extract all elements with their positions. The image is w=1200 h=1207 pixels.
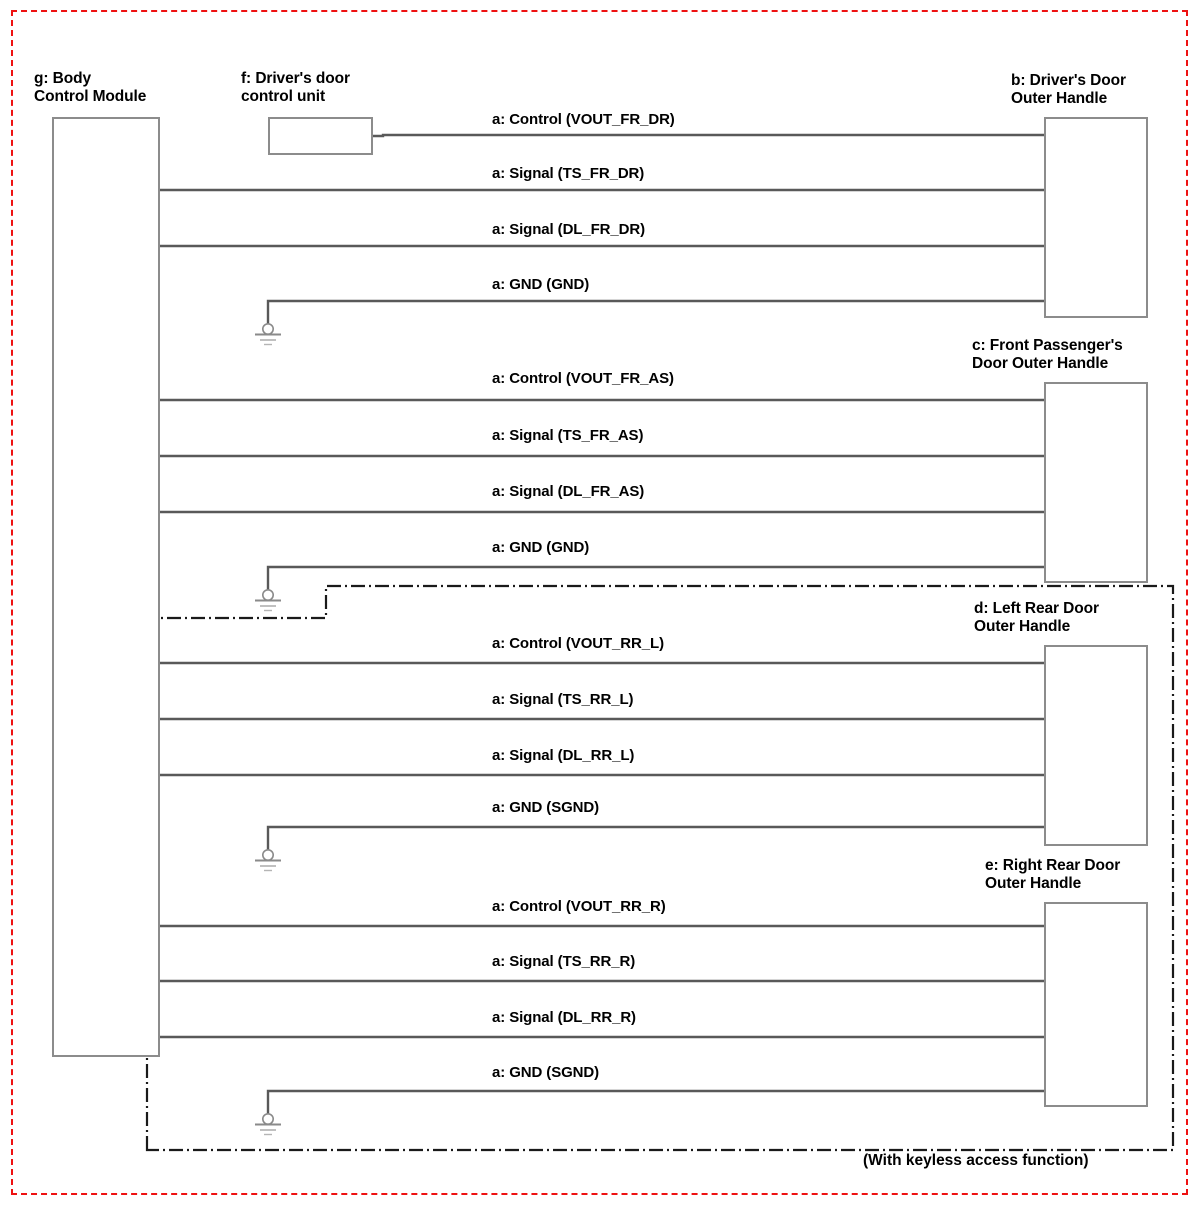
wire-label-right-rear-door-2: a: Signal (DL_RR_R): [492, 1009, 636, 1026]
title-e: e: Right Rear Door Outer Handle: [985, 857, 1121, 893]
wire-label-left-rear-door-1: a: Signal (TS_RR_L): [492, 691, 634, 708]
ground-symbol-right-rear-door: [255, 1113, 281, 1136]
component-box-drivers-door-outer-handle[interactable]: [1044, 117, 1148, 318]
wire-label-left-rear-door-3: a: GND (SGND): [492, 799, 600, 816]
wire-front-passenger-door-3: [266, 565, 1044, 591]
wire-label-left-rear-door-2: a: Signal (DL_RR_L): [492, 747, 635, 764]
wire-label-front-passenger-door-0: a: Control (VOUT_FR_AS): [492, 370, 674, 387]
title-c: c: Front Passenger's Door Outer Handle: [972, 337, 1123, 373]
component-box-left-rear-door-outer-handle[interactable]: [1044, 645, 1148, 846]
wire-label-right-rear-door-3: a: GND (SGND): [492, 1064, 600, 1081]
wire-label-right-rear-door-1: a: Signal (TS_RR_R): [492, 953, 636, 970]
wire-driver-door-3: [266, 299, 1044, 325]
ground-symbol-left-rear-door: [255, 848, 281, 872]
component-box-front-passengers-door-outer-handle[interactable]: [1044, 382, 1148, 583]
wire-driver-door-0: [373, 133, 1044, 138]
title-d: d: Left Rear Door Outer Handle: [974, 600, 1099, 636]
title-b: b: Driver's Door Outer Handle: [1011, 72, 1126, 108]
wire-label-driver-door-0: a: Control (VOUT_FR_DR): [492, 111, 675, 128]
keyless-access-footnote: (With keyless access function): [863, 1152, 1089, 1169]
wire-left-rear-door-3: [266, 825, 1044, 851]
wire-label-driver-door-1: a: Signal (TS_FR_DR): [492, 165, 645, 182]
wire-right-rear-door-3: [266, 1089, 1044, 1115]
wire-label-driver-door-2: a: Signal (DL_FR_DR): [492, 221, 646, 238]
component-box-right-rear-door-outer-handle[interactable]: [1044, 902, 1148, 1107]
wire-label-front-passenger-door-3: a: GND (GND): [492, 539, 590, 556]
title-f: f: Driver's door control unit: [241, 70, 350, 106]
wire-label-front-passenger-door-2: a: Signal (DL_FR_AS): [492, 483, 645, 500]
component-box-drivers-door-control-unit[interactable]: [268, 117, 373, 155]
title-g: g: Body Control Module: [34, 70, 147, 106]
wire-label-driver-door-3: a: GND (GND): [492, 276, 590, 293]
ground-symbol-front-passenger-door: [255, 588, 281, 612]
ground-symbol-driver-door: [255, 322, 281, 346]
wire-label-left-rear-door-0: a: Control (VOUT_RR_L): [492, 635, 664, 652]
wire-label-right-rear-door-0: a: Control (VOUT_RR_R): [492, 898, 666, 915]
component-box-body-control-module[interactable]: [52, 117, 160, 1057]
wire-label-front-passenger-door-1: a: Signal (TS_FR_AS): [492, 427, 644, 444]
